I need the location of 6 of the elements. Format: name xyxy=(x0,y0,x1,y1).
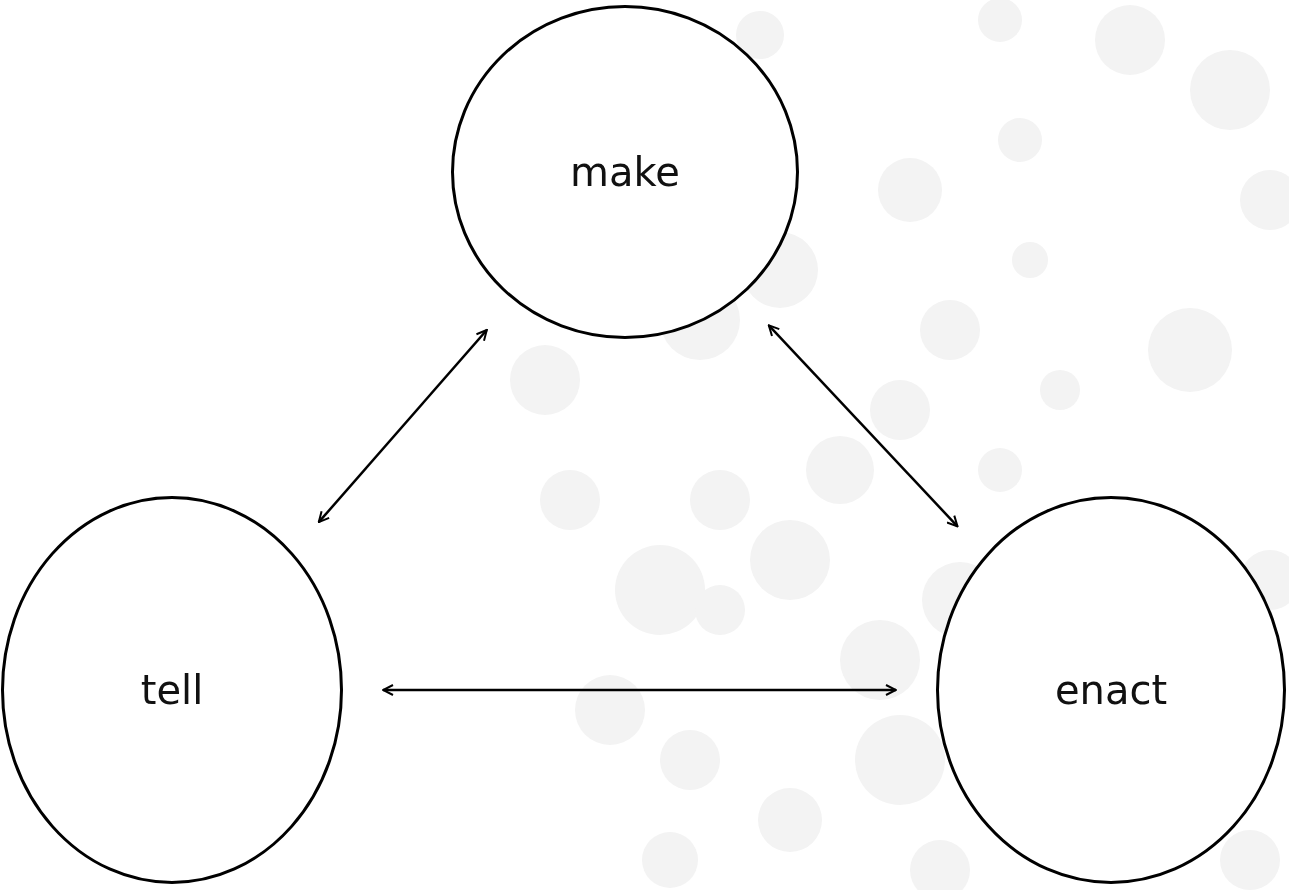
node-label: make xyxy=(570,149,680,195)
double-arrow xyxy=(317,329,488,524)
node-label: tell xyxy=(140,667,204,713)
double-arrow xyxy=(767,324,959,528)
double-arrow xyxy=(382,684,897,696)
node-label: enact xyxy=(1054,667,1168,713)
